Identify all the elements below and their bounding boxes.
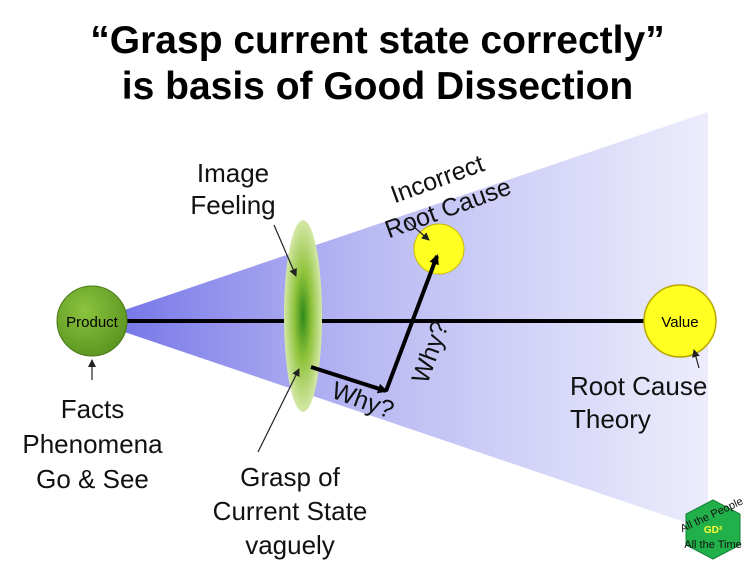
value-node-label: Value bbox=[661, 314, 698, 331]
product-node-label: Product bbox=[66, 314, 119, 331]
image-feeling-label: Image Feeling bbox=[188, 157, 278, 221]
badge-bottom-text: All the Time bbox=[684, 539, 741, 551]
root-cause-theory-line1: Root Cause bbox=[570, 371, 708, 401]
gd3-badge: All the People GD³ All the Time bbox=[678, 495, 745, 560]
pointer-image-feeling bbox=[273, 224, 297, 277]
grasp-line1: Grasp of bbox=[240, 462, 340, 492]
facts-line2: Phenomena bbox=[22, 429, 163, 459]
pointer-incorrect bbox=[405, 219, 430, 241]
vague-grasp-ellipse bbox=[284, 220, 322, 412]
root-cause-theory-line2: Theory bbox=[570, 404, 651, 434]
badge-center-text: GD³ bbox=[704, 525, 723, 536]
title-line-2: is basis of Good Dissection bbox=[121, 65, 634, 108]
product-node bbox=[56, 285, 128, 357]
value-node bbox=[643, 284, 717, 358]
grasp-line3: vaguely bbox=[245, 530, 335, 560]
badge-hexagon bbox=[685, 499, 741, 560]
facts-line1: Facts bbox=[60, 394, 125, 424]
slide-title: “Grasp current state correctly” is basis… bbox=[0, 18, 755, 110]
why-arrow-horizontal bbox=[310, 365, 388, 394]
root-cause-theory-label: Root Cause Theory bbox=[570, 370, 707, 436]
title-line-1: “Grasp current state correctly” bbox=[90, 19, 665, 62]
image-feeling-line2: Feeling bbox=[190, 190, 276, 220]
grasp-label: Grasp of Current State vaguely bbox=[190, 460, 390, 562]
grasp-line2: Current State bbox=[212, 496, 368, 526]
facts-line3: Go & See bbox=[36, 464, 149, 494]
why-arrow-vertical bbox=[384, 254, 439, 392]
facts-label: Facts Phenomena Go & See bbox=[10, 392, 175, 497]
image-feeling-line1: Image bbox=[196, 158, 270, 188]
pointer-root-cause-theory bbox=[692, 349, 700, 369]
pointer-grasp bbox=[257, 368, 300, 453]
